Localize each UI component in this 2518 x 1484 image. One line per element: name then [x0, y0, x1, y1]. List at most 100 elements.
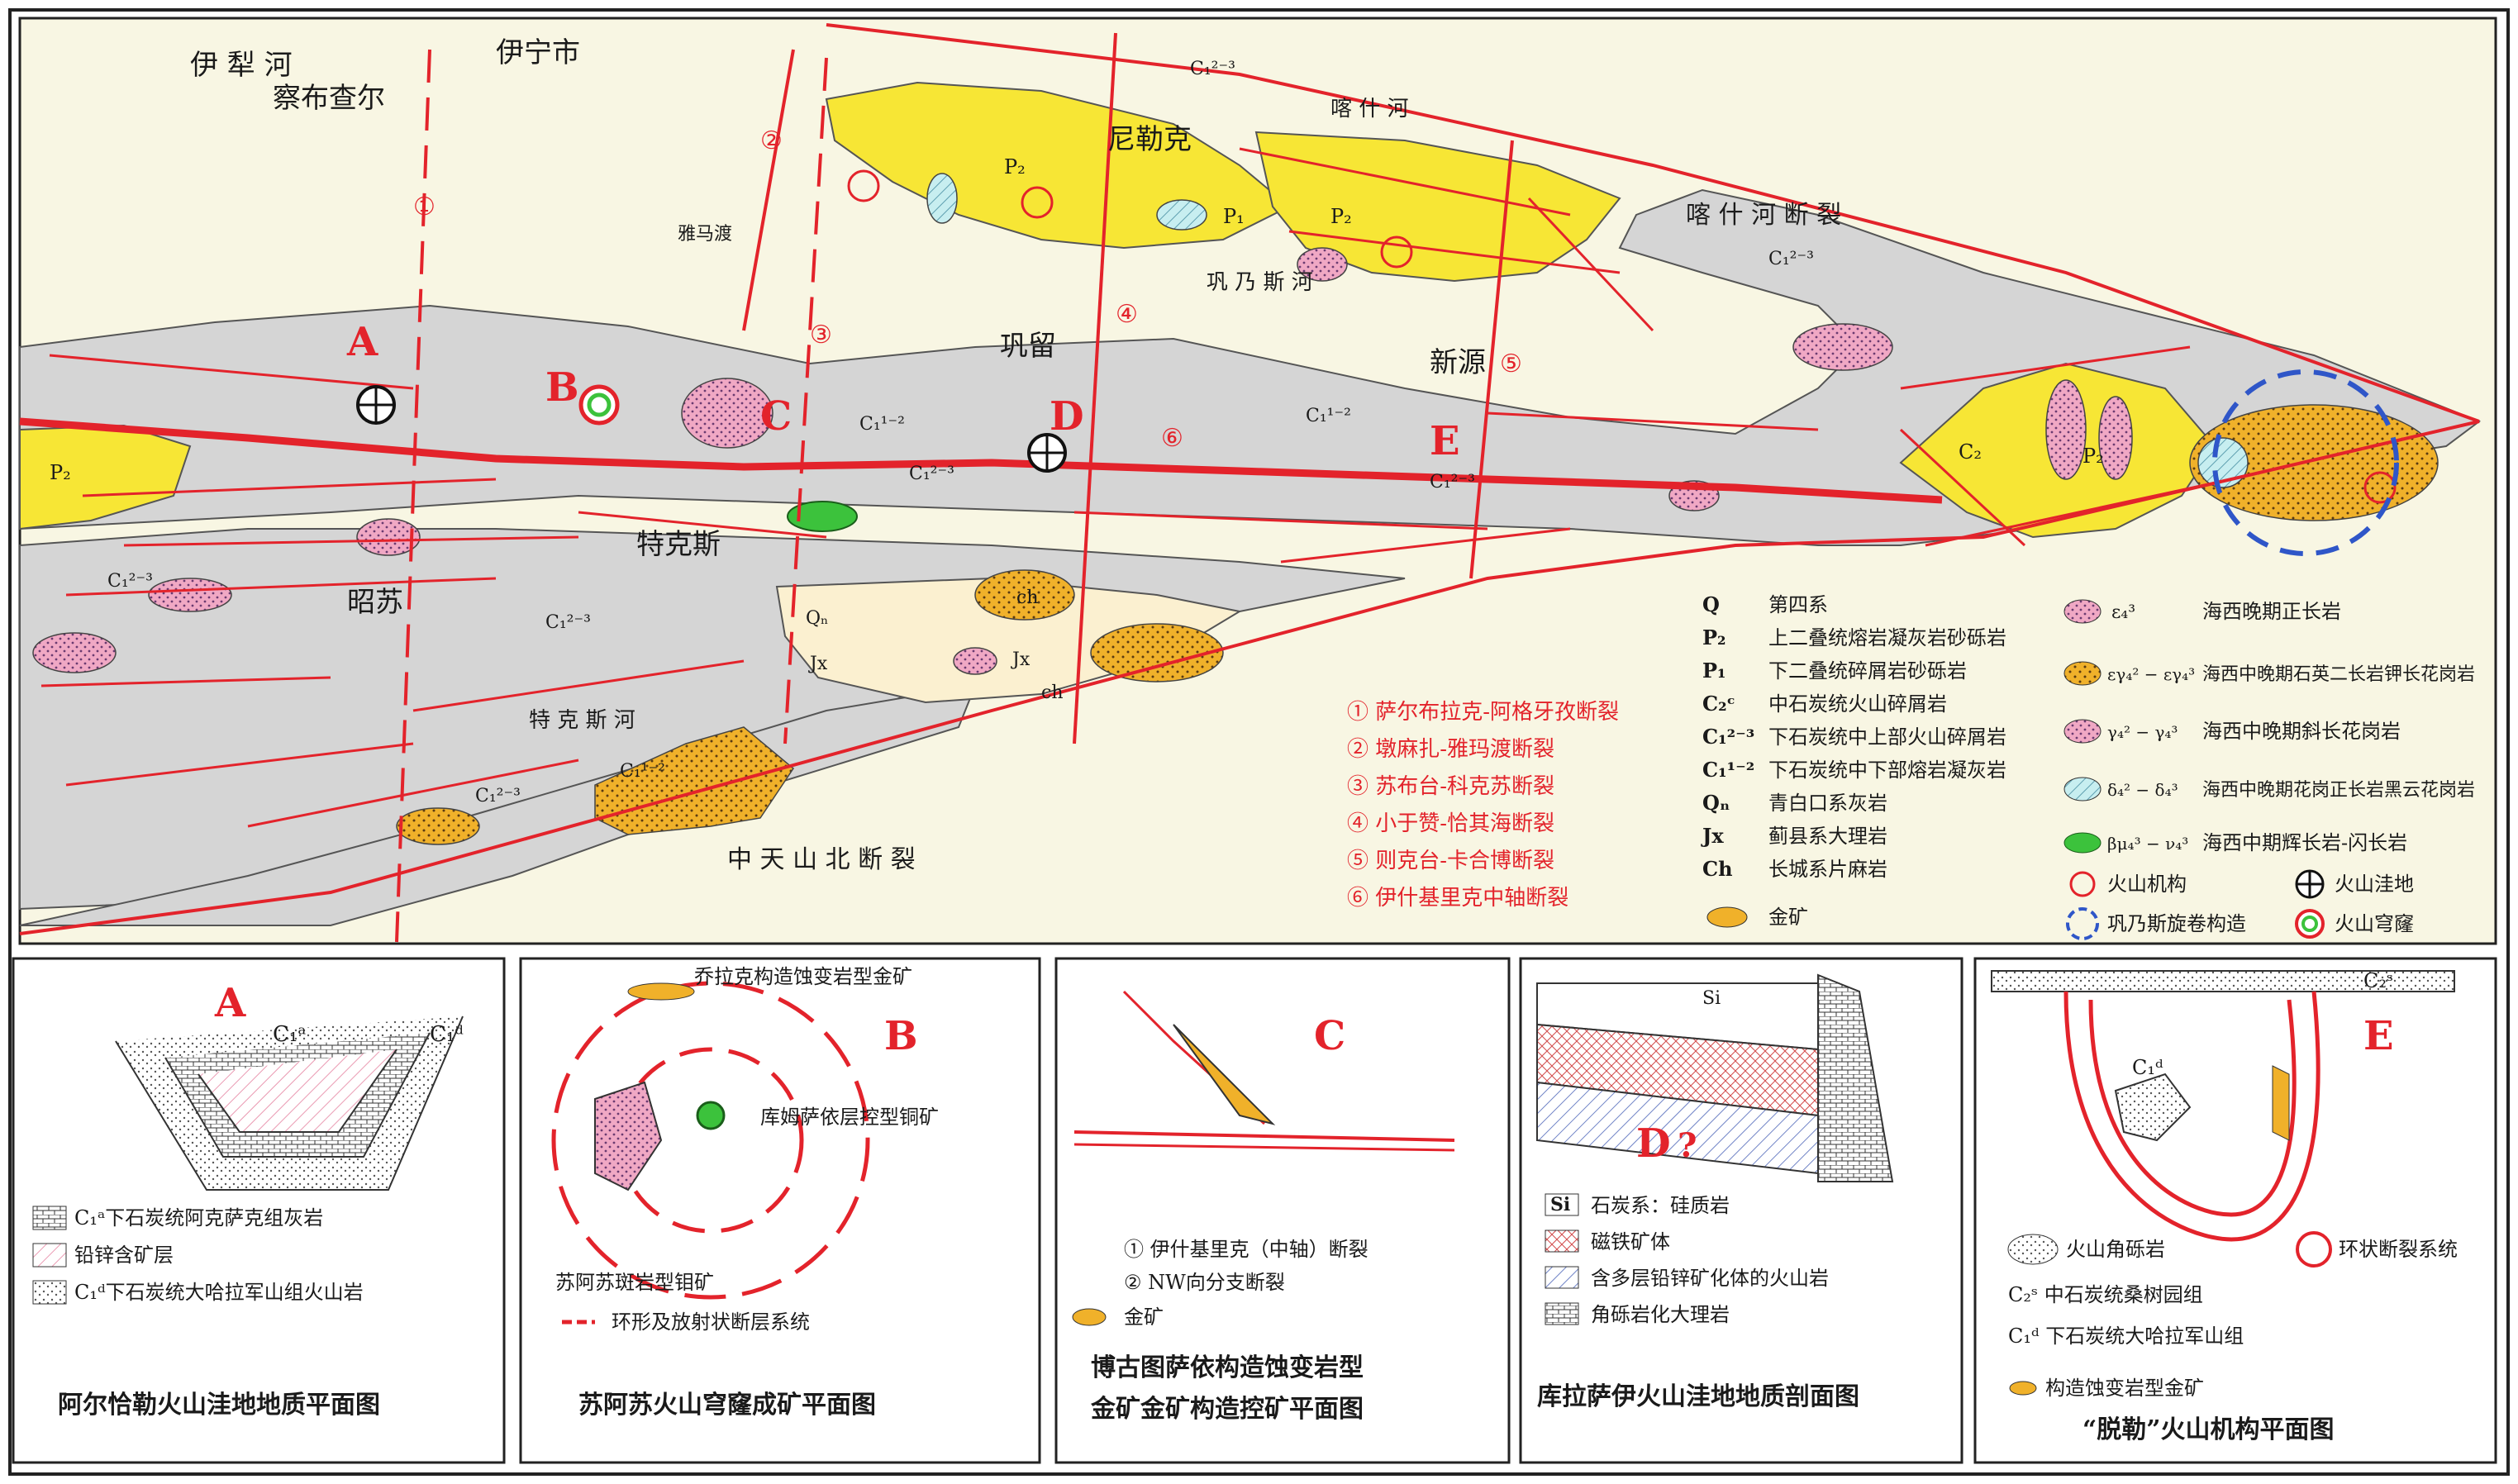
secondary-faults — [40, 147, 2232, 828]
inset-a-legend: C₁ᵈ下石炭统大哈拉军山组火山岩 — [74, 1281, 364, 1304]
inset-d-letter: D — [1636, 1120, 1671, 1167]
inset-e-legend: 环状断裂系统 — [2339, 1238, 2458, 1261]
strata-text: 上二叠统熔岩凝灰岩砂砾岩 — [1768, 626, 2006, 649]
inset-c-caption: 金矿金矿构造控矿平面图 — [1090, 1395, 1364, 1424]
rock-swatch — [2063, 832, 2102, 854]
orange-granite — [2189, 404, 2439, 521]
rock-swatch — [2063, 599, 2102, 624]
orange-granite — [1090, 623, 1224, 683]
granite-body — [32, 632, 117, 673]
cream-proterozoic-block — [775, 577, 1242, 704]
orange-granite — [396, 807, 480, 845]
city-label: 伊宁市 — [496, 36, 580, 69]
granite-body — [1792, 323, 1893, 371]
inset-e-legend: 构造蚀变岩型金矿 — [2045, 1377, 2204, 1400]
unit-label: C₁¹⁻² — [1306, 406, 1351, 426]
granite-body — [953, 647, 997, 675]
unit-label: C₁¹⁻² — [859, 414, 905, 435]
inset-b-caption: 苏阿苏火山穹窿成矿平面图 — [578, 1391, 876, 1420]
symbol-text: 巩乃斯旋卷构造 — [2107, 912, 2246, 935]
city-label: 新源 — [1430, 346, 1486, 379]
inset-b-ore-label: 苏阿苏斑岩型钼矿 — [555, 1271, 714, 1294]
inset-b-letter: B — [884, 1013, 918, 1059]
main-map-panel — [18, 17, 2497, 945]
fault-legend-item: ② 墩麻扎-雅玛渡断裂 — [1347, 737, 1554, 762]
gold-symbol — [1706, 906, 1748, 928]
point-letter-c: C — [760, 393, 792, 440]
rock-symbol: δ₄² − δ₄³ — [2107, 780, 2178, 800]
city-label: 雅马渡 — [678, 224, 732, 245]
city-label: 特克斯 — [636, 528, 721, 561]
gold-legend-text: 金矿 — [1768, 906, 1808, 929]
rock-symbol: γ₄² − γ₄³ — [2107, 722, 2178, 742]
point-letter-b: B — [545, 364, 579, 411]
inset-c-legend: 金矿 — [1124, 1306, 1164, 1329]
strata-symbol: P₂ — [1702, 625, 1726, 649]
swirl-icon — [2066, 907, 2099, 940]
inset-c-letter: C — [1314, 1013, 1345, 1059]
inset-panels — [12, 957, 2497, 1464]
strata-text: 下二叠统碎屑岩砂砾岩 — [1768, 659, 1967, 683]
inset-d-si: Si — [1550, 1194, 1570, 1215]
point-letter-d: D — [1050, 393, 1084, 440]
strata-symbol: C₂ᶜ — [1702, 692, 1735, 716]
unit-label: C₁²⁻³ — [909, 464, 954, 484]
rock-text: 海西中晚期花岗正长岩黑云花岗岩 — [2202, 780, 2475, 801]
inset-b-ore-label: 库姆萨依层控型铜矿 — [760, 1106, 939, 1129]
dome-icon — [2295, 909, 2325, 939]
volcanic-center-icon — [2069, 871, 2096, 897]
inset-d-legend: 含多层铅锌矿化体的火山岩 — [1591, 1267, 1829, 1290]
rock-symbol: εγ₄² − εγ₄³ — [2107, 664, 2195, 684]
fault-number: ⑤ — [1500, 350, 1522, 378]
inset-e-legend: 火山角砾岩 — [2066, 1238, 2165, 1261]
fault-number: ③ — [810, 321, 832, 350]
strata-text: 青白口系灰岩 — [1768, 792, 1887, 815]
kashi-fault-line — [826, 23, 2480, 423]
numbered-faults — [395, 32, 1514, 943]
caldera-symbol — [356, 385, 396, 425]
city-label: 巩留 — [1000, 330, 1056, 363]
fault-legend-item: ① 萨尔布拉克-阿格牙孜断裂 — [1347, 700, 1619, 725]
fault-number: ② — [760, 126, 783, 155]
gabbro-body — [787, 501, 858, 532]
strata-symbol: Q — [1702, 592, 1720, 616]
inset-a-drawing — [32, 1015, 464, 1305]
unit-label: C₁²⁻³ — [107, 571, 153, 592]
river-label-tekesi: 特 克 斯 河 — [529, 708, 635, 733]
strata-symbol: C₁¹⁻² — [1702, 758, 1754, 782]
strata-symbol: Jx — [1701, 824, 1724, 848]
fault-legend-item: ④ 小于赞-恰其海断裂 — [1347, 811, 1554, 836]
inset-c-drawing — [1072, 990, 1455, 1326]
inset-d-si: Si — [1702, 988, 1721, 1009]
inset-e-caption: “脱勒”火山机构平面图 — [2082, 1415, 2335, 1444]
strata-text: 蓟县系大理岩 — [1768, 825, 1887, 848]
caldera-icon — [2295, 869, 2325, 899]
granite-body — [2098, 396, 2133, 480]
rock-text: 海西晚期正长岩 — [2202, 600, 2341, 623]
fault-number: ① — [413, 193, 436, 221]
unit-label: C₁¹⁻² — [620, 761, 665, 782]
blue-granite — [1156, 199, 1207, 231]
city-label: 昭苏 — [347, 586, 403, 619]
rock-text: 海西中晚期斜长花岗岩 — [2202, 720, 2401, 743]
unit-label: P₂ — [2082, 445, 2104, 468]
inset-e-legend: C₂ˢ 中石炭统桑树园组 — [2008, 1283, 2203, 1306]
unit-label: Jx — [1011, 649, 1031, 670]
inset-d-legend: 磁铁矿体 — [1591, 1230, 1670, 1253]
symbol-text: 火山穹窿 — [2335, 912, 2414, 935]
inset-e-label: C₂ˢ — [2363, 969, 2393, 992]
blue-granite — [926, 173, 958, 224]
river-label-gongnaisi: 巩 乃 斯 河 — [1207, 270, 1313, 295]
strata-symbol: P₁ — [1702, 659, 1726, 683]
inset-a-legend: 铅锌含矿层 — [74, 1244, 174, 1267]
blue-granite — [2197, 437, 2249, 488]
north-tianshan-fault-line — [19, 420, 2480, 935]
strata-text: 长城系片麻岩 — [1768, 858, 1887, 881]
unit-label: C₁²⁻³ — [1430, 472, 1475, 492]
fault-number: ⑥ — [1161, 424, 1183, 453]
strata-text: 第四系 — [1768, 593, 1828, 616]
unit-label: ch — [1041, 683, 1064, 703]
inset-b-legend: 环形及放射状断层系统 — [612, 1310, 810, 1334]
strata-text: 下石炭统中下部熔岩凝灰岩 — [1768, 759, 2006, 782]
inset-c-caption: 博古图萨依构造蚀变岩型 — [1091, 1353, 1364, 1382]
